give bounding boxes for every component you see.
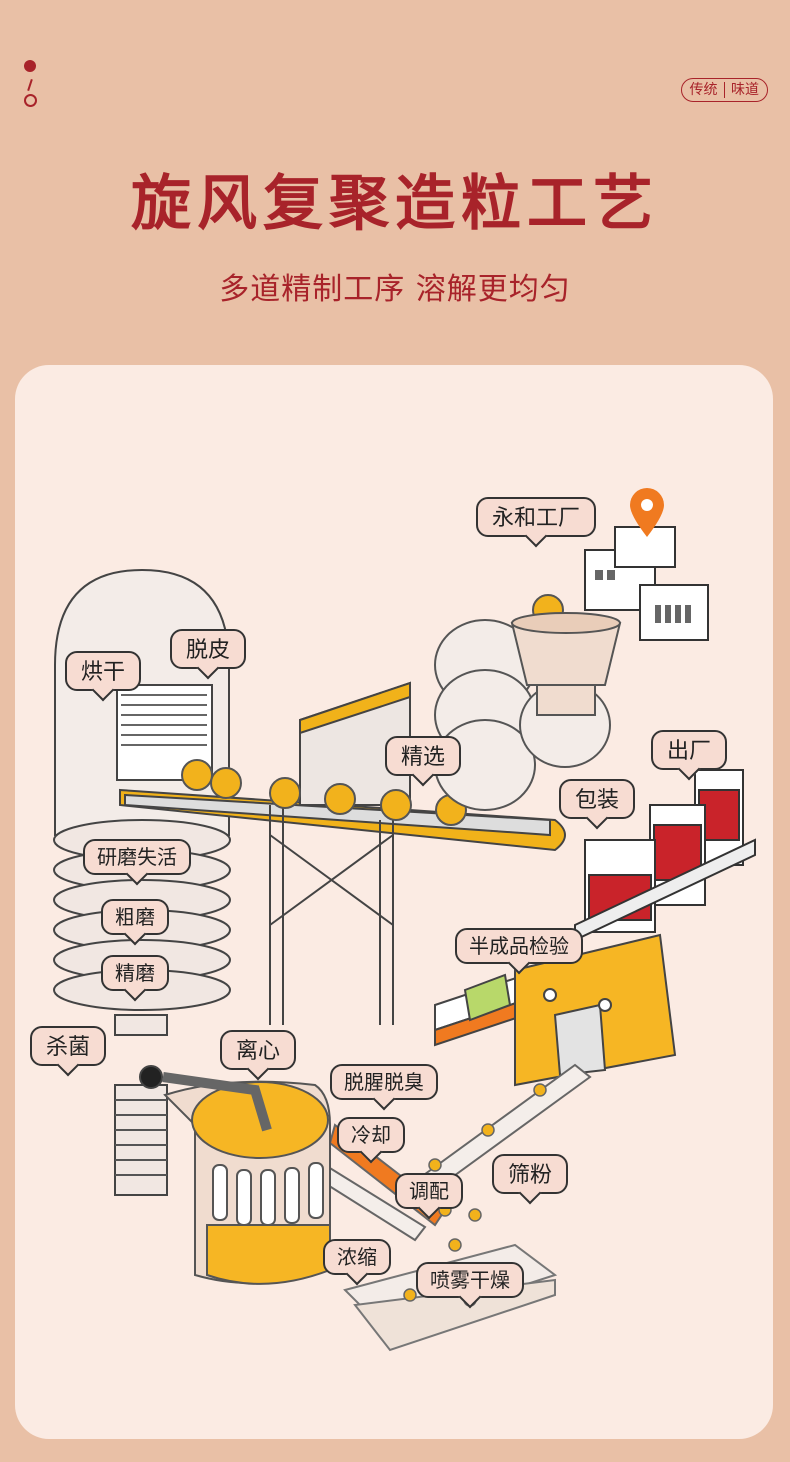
inspection-machine: [434, 933, 677, 1087]
page-subtitle: 多道精制工序 溶解更均匀: [219, 272, 571, 307]
label-sterilize: 杀菌: [30, 1026, 107, 1066]
label-drying: 烘干: [65, 651, 142, 691]
label-blending: 调配: [395, 1173, 463, 1209]
label-sieving: 筛粉: [492, 1154, 569, 1194]
hopper: [510, 612, 622, 716]
label-factory: 永和工厂: [476, 497, 597, 537]
ring-dot-icon: [24, 94, 37, 107]
tag-separator: [723, 82, 725, 98]
centrifuge-tank: [162, 1072, 331, 1285]
product-packages: [574, 769, 756, 942]
conveyor: [119, 681, 566, 1025]
label-fine-grind: 精磨: [101, 955, 169, 991]
label-centrifuge: 离心: [220, 1030, 297, 1070]
tag-badge: 传统 味道: [680, 78, 768, 102]
label-cooling: 冷却: [337, 1117, 405, 1153]
process-illustration-card: 永和工厂 烘干 脱皮 精选 出厂 包装 研磨失活 粗磨 精磨 半成品检验 杀菌 …: [15, 365, 773, 1439]
page-title: 旋风复聚造粒工艺: [131, 169, 659, 239]
label-shipping: 出厂: [651, 730, 728, 770]
location-pin-icon: [630, 488, 664, 537]
label-coarse-grind: 粗磨: [101, 899, 169, 935]
label-concentrate: 浓缩: [323, 1239, 391, 1275]
label-grind-inactivate: 研磨失活: [83, 839, 191, 875]
label-selecting: 精选: [385, 736, 462, 776]
factory-icon: [584, 526, 709, 641]
tag-flavor: 味道: [731, 82, 759, 98]
label-semi-inspection: 半成品检验: [455, 928, 583, 964]
tag-traditional: 传统: [689, 82, 718, 98]
label-spray-dry: 喷雾干燥: [416, 1262, 524, 1298]
label-deodorize: 脱腥脱臭: [330, 1064, 438, 1100]
label-packaging: 包装: [559, 779, 636, 819]
process-illustration: [53, 488, 756, 1352]
filled-dot-icon: [24, 60, 36, 72]
label-peeling: 脱皮: [170, 629, 247, 669]
divider-line: [27, 78, 33, 92]
